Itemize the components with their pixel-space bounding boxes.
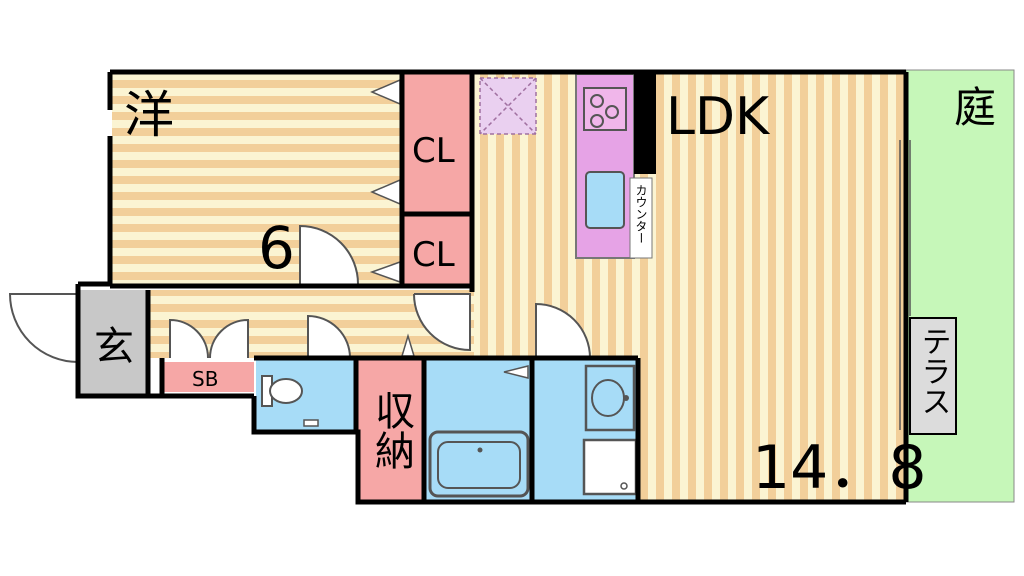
closet-lower-label: CL [412,235,455,275]
shoe-box-label: SB [192,367,218,391]
western-room-floor [112,72,402,284]
closet-lower [402,216,470,284]
washing-machine-pan-icon [582,438,638,496]
faucet-icon [623,395,629,401]
terrace-area [909,317,957,435]
garden-label: 庭 [954,83,996,132]
door-swing-shoebox [209,318,249,359]
fridge-cross-icon [479,77,537,135]
door-swing-shoebox [169,318,209,359]
fridge-cross-icon [479,77,537,135]
bath-door-icon [503,365,529,379]
stove-icon [583,87,627,131]
storage-room [358,358,424,500]
door-swing-western [299,224,359,285]
basin-bowl-icon [591,379,625,417]
ldk-label: LDK [666,87,771,147]
windows [899,140,911,430]
door-swing-entrance [8,293,79,363]
closet-upper [402,74,470,212]
door-swing-toilet [307,314,351,359]
drain-icon [477,447,483,453]
burner-icon [605,105,619,119]
storage-label: 収納 [368,390,414,470]
entrance-label: 玄 [94,324,134,370]
toilet-bowl-icon [269,378,303,404]
fridge-space [479,77,537,135]
wall-column [634,74,656,174]
entrance-floor [78,290,148,394]
walls [75,69,909,505]
closet-upper-label: CL [412,131,455,171]
terrace-label: テラス [916,326,951,416]
counter-label: カウンター [634,184,648,244]
bathtub-inner-icon [437,441,521,489]
shoe-box [164,362,254,392]
western-room-size: 6 [258,214,295,282]
kitchen-sink-icon [585,171,625,229]
toilet-paper-icon [303,419,319,427]
pan-drain-icon [620,482,628,490]
door-swing-closet [413,293,471,352]
ldk-size: 14．8 [752,433,927,503]
western-room-kanji: 洋 [124,86,174,144]
counter-bar [629,177,653,259]
bathtub-icon [428,430,530,498]
burner-icon [590,114,604,128]
door-swing-ldk [535,302,591,359]
burner-icon [590,94,604,108]
